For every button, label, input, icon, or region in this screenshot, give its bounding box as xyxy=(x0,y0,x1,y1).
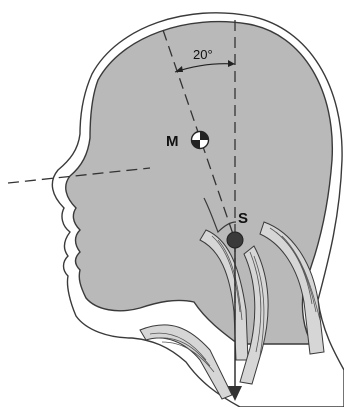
point-m-label: M xyxy=(166,133,179,150)
point-s-dot xyxy=(227,232,243,248)
angle-label: 20° xyxy=(193,47,213,62)
point-m-symbol xyxy=(192,132,209,149)
point-s-label: S xyxy=(238,210,248,227)
head-silhouette xyxy=(66,22,333,344)
